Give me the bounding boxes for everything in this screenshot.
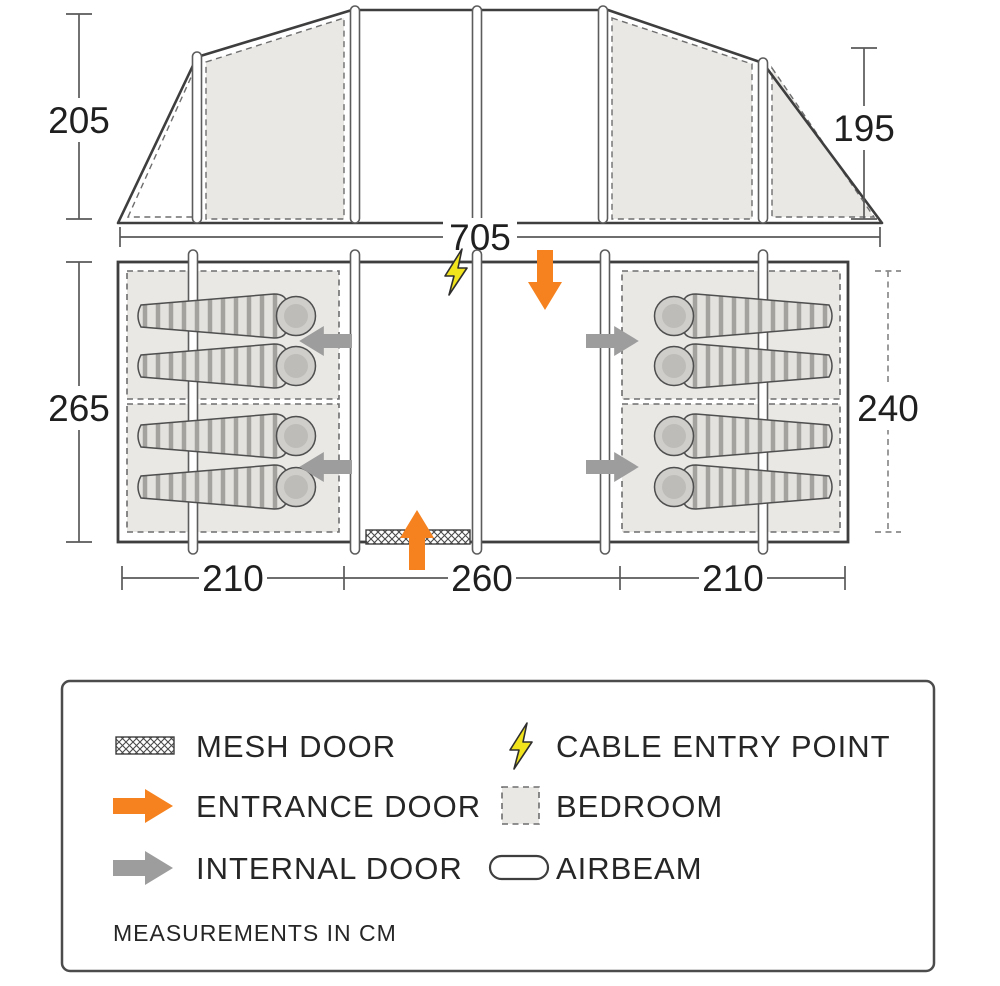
bedroom-icon (501, 786, 540, 825)
legend-item-mesh-door: MESH DOOR (115, 729, 396, 764)
dimension-label: 240 (857, 388, 919, 429)
dimension-plan-left: 265 (45, 261, 113, 543)
legend-label: INTERNAL DOOR (196, 851, 463, 886)
airbeam (757, 249, 769, 555)
label-mask (448, 556, 516, 600)
airbeam (187, 249, 199, 555)
airbeam (349, 5, 361, 224)
airbeam (471, 249, 483, 555)
airbeam-icon (488, 854, 550, 881)
legend-item-entrance-door: ENTRANCE DOOR (113, 789, 481, 824)
legend-label: ENTRANCE DOOR (196, 789, 481, 824)
dimension-elevation-right: 195 (830, 47, 898, 220)
legend-label: CABLE ENTRY POINT (556, 729, 891, 764)
floor-plan: 265 240 210 260 210 (45, 248, 922, 600)
label-mask (45, 386, 113, 430)
elevation-right-bedroom-panel (611, 17, 753, 220)
airbeam (349, 249, 361, 555)
elevation-view: 205 195 705 (45, 5, 898, 258)
label-mask (830, 106, 898, 150)
legend-item-airbeam: AIRBEAM (488, 851, 703, 886)
dimension-label: 265 (48, 388, 110, 429)
label-mask (854, 386, 922, 430)
legend-label: BEDROOM (556, 789, 723, 824)
dimension-bottom: 210 260 210 (121, 556, 846, 600)
dimension-plan-right: 240 (854, 270, 922, 533)
airbeam (471, 5, 483, 224)
legend-label: MESH DOOR (196, 729, 396, 764)
label-mask (443, 218, 517, 256)
dimension-label: 210 (202, 558, 264, 599)
dimension-elevation-left: 205 (45, 13, 113, 220)
dimension-label: 195 (833, 108, 895, 149)
label-mask (199, 556, 267, 600)
legend-item-cable-entry: CABLE ENTRY POINT (509, 722, 891, 770)
legend-item-internal-door: INTERNAL DOOR (113, 851, 463, 886)
dimension-label: 210 (702, 558, 764, 599)
airbeam (599, 249, 611, 555)
legend-box (60, 679, 936, 973)
legend-item-bedroom: BEDROOM (501, 786, 723, 825)
legend: MESH DOOR CABLE ENTRY POINT ENTRANCE DOO… (60, 679, 936, 973)
dimension-label: 260 (451, 558, 513, 599)
label-mask (45, 98, 113, 142)
elevation-left-guy-panel (126, 63, 198, 218)
dimension-total-width: 705 (119, 217, 881, 258)
measurements-note: MEASUREMENTS IN CM (113, 920, 397, 946)
airbeam (597, 5, 609, 224)
legend-label: AIRBEAM (556, 851, 703, 886)
elevation-left-bedroom-panel (205, 17, 345, 220)
airbeam (757, 57, 769, 224)
dimension-label: 205 (48, 100, 110, 141)
label-mask (699, 556, 767, 600)
mesh-door-icon (115, 736, 175, 755)
airbeam (191, 51, 203, 224)
